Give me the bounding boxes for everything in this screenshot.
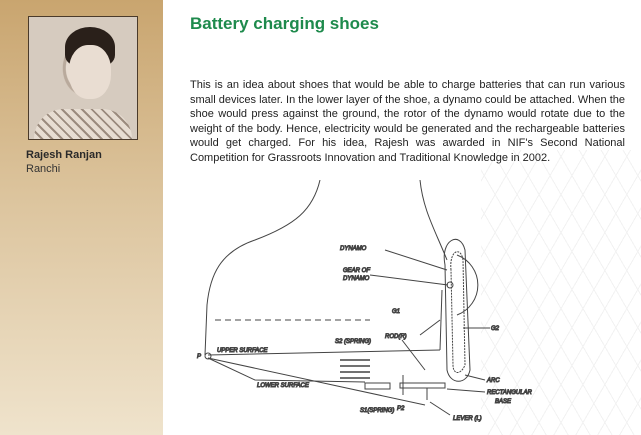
label-rod: ROD(R) — [385, 334, 407, 340]
label-s2-spring: S2 (SPRING) — [335, 339, 371, 345]
profile-location: Ranchi — [26, 163, 61, 175]
label-p: P — [197, 354, 201, 360]
profile-name: Rajesh Ranjan — [26, 149, 102, 161]
label-lower-surface: LOWER SURFACE — [257, 383, 310, 389]
article-title: Battery charging shoes — [190, 14, 379, 33]
label-g1: G1 — [392, 309, 400, 315]
label-dynamo: DYNAMO — [340, 246, 367, 252]
article-body: This is an idea about shoes that would b… — [190, 79, 625, 164]
label-rectangular: RECTANGULAR — [487, 390, 533, 396]
label-s1-spring: S1(SPRING) — [360, 408, 394, 414]
label-arc: ARC — [486, 378, 500, 384]
label-p2: P2 — [397, 406, 405, 412]
shoe-diagram: DYNAMO GEAR OF DYNAMO G1 G2 S2 (SPRING) … — [197, 180, 533, 423]
profile-photo — [28, 16, 138, 140]
hexagon-background — [481, 150, 641, 435]
label-gear: GEAR OF — [343, 268, 370, 274]
sidebar: Rajesh Ranjan Ranchi — [0, 0, 163, 435]
label-base: BASE — [495, 399, 512, 405]
label-gear-2: DYNAMO — [343, 276, 370, 282]
label-upper-surface: UPPER SURFACE — [217, 348, 269, 354]
label-g2: G2 — [491, 326, 500, 332]
label-lever: LEVER (L) — [453, 416, 482, 422]
